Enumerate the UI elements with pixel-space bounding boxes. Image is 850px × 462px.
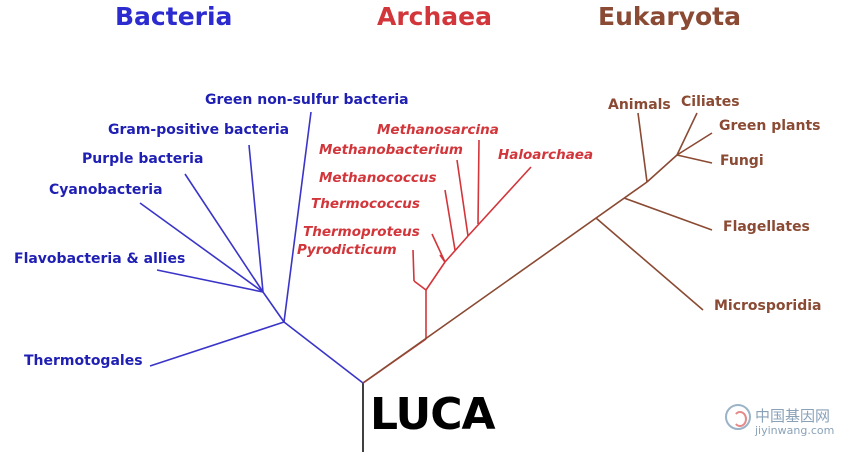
bacteria-stem [283, 321, 364, 384]
label-thermococcus: Thermococcus [311, 196, 420, 212]
branch-microsporidia [595, 217, 704, 311]
label-pyrodicticum: Pyrodicticum [297, 242, 397, 258]
label-microsporidia: Microsporidia [714, 298, 822, 314]
branch-green-plants [676, 132, 713, 156]
label-methanobacterium: Methanobacterium [319, 142, 463, 158]
label-ciliates: Ciliates [681, 94, 740, 110]
label-flavobacteria: Flavobacteria & allies [14, 251, 186, 267]
branch-pyrodicticum-tip [412, 249, 415, 282]
archaea-methano-stem [444, 235, 469, 263]
branch-methanobacterium [456, 159, 469, 237]
eukaryota-branches [362, 112, 713, 384]
label-methanococcus: Methanococcus [319, 170, 437, 186]
label-thermoproteus: Thermoproteus [303, 224, 420, 240]
branch-haloarchaea [467, 166, 532, 237]
archaea-inner-stem [425, 261, 446, 291]
branch-flavobacteria [156, 269, 264, 293]
branch-pyrodicticum [413, 280, 427, 291]
branch-green-nonsulfur [283, 111, 312, 323]
label-methanosarcina: Methanosarcina [377, 122, 499, 138]
label-fungi: Fungi [720, 153, 764, 169]
domain-title-archaea: Archaea [377, 2, 492, 31]
branch-ciliates [676, 112, 698, 156]
watermark-logo-icon [725, 404, 751, 430]
label-haloarchaea: Haloarchaea [498, 147, 594, 163]
branch-animals [637, 112, 648, 183]
watermark: 中国基因网 jiyinwang.com [725, 402, 845, 442]
label-gram-positive-bacteria: Gram-positive bacteria [108, 122, 290, 138]
label-purple-bacteria: Purple bacteria [82, 151, 204, 167]
label-green-plants: Green plants [719, 118, 821, 134]
domain-title-eukaryota: Eukaryota [598, 2, 741, 31]
watermark-cn-text: 中国基因网 [755, 407, 831, 425]
label-thermotogales: Thermotogales [24, 353, 143, 369]
branch-methanococcus [444, 189, 456, 251]
branch-methanosarcina [477, 139, 480, 225]
eukaryota-crown-stem [646, 154, 678, 183]
branch-fungi [676, 154, 713, 164]
label-cyanobacteria: Cyanobacteria [49, 182, 163, 198]
label-flagellates: Flagellates [723, 219, 810, 235]
watermark-url: jiyinwang.com [755, 424, 835, 437]
branch-cyanobacteria [139, 202, 264, 293]
bacteria-branches [139, 111, 364, 384]
branch-purple [184, 173, 264, 293]
bacteria-inner-stem [262, 291, 285, 323]
label-green-nonsulfur-bacteria: Green non-sulfur bacteria [205, 92, 409, 108]
branch-thermotogales [149, 321, 285, 367]
eukaryota-stem [362, 181, 648, 384]
branch-gram-positive [248, 144, 264, 293]
branch-thermococcus [439, 254, 446, 263]
root-label-luca: LUCA [370, 389, 496, 440]
branch-thermoproteus [431, 233, 446, 263]
label-animals: Animals [608, 97, 671, 113]
domain-title-bacteria: Bacteria [115, 2, 233, 31]
branch-flagellates [623, 197, 713, 231]
